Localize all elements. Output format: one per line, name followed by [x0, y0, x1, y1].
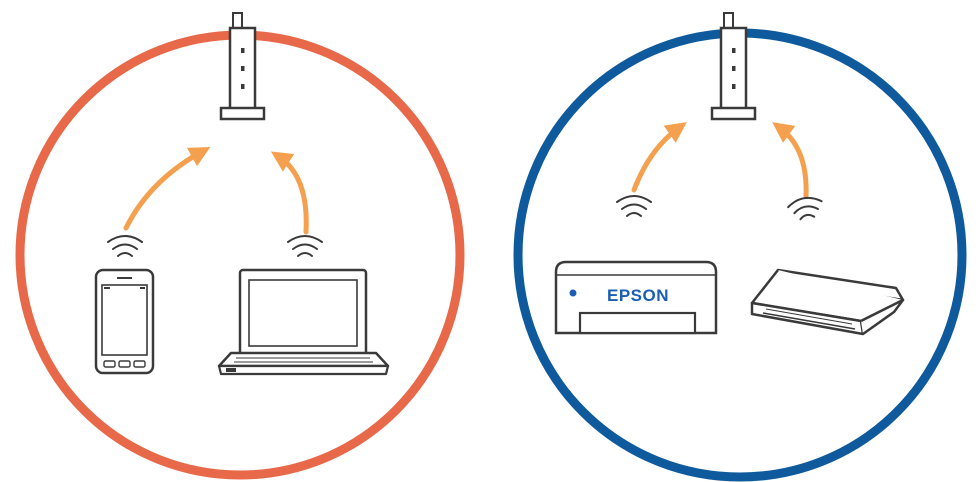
smartphone-icon: [94, 268, 155, 375]
wifi-signal-icon: [107, 235, 143, 257]
printer-icon: EPSON: [554, 260, 718, 335]
router-icon: [710, 12, 757, 121]
network-a: [15, 12, 465, 480]
arrow-printer-to-router: [631, 122, 687, 193]
laptop-icon: [217, 268, 390, 376]
network-b: EPSON: [513, 12, 967, 482]
router-icon: [219, 12, 266, 121]
printer-brand-label: EPSON: [607, 286, 669, 305]
printer-power-indicator: [569, 289, 577, 297]
scanner-icon: [750, 268, 905, 336]
wifi-signal-icon: [287, 235, 323, 257]
wifi-signal-icon: [616, 195, 652, 217]
arrow-laptop-to-router: [270, 151, 309, 235]
arrow-scanner-to-router: [772, 122, 809, 199]
wifi-signal-icon: [787, 196, 823, 221]
arrow-phone-to-router: [123, 146, 211, 231]
